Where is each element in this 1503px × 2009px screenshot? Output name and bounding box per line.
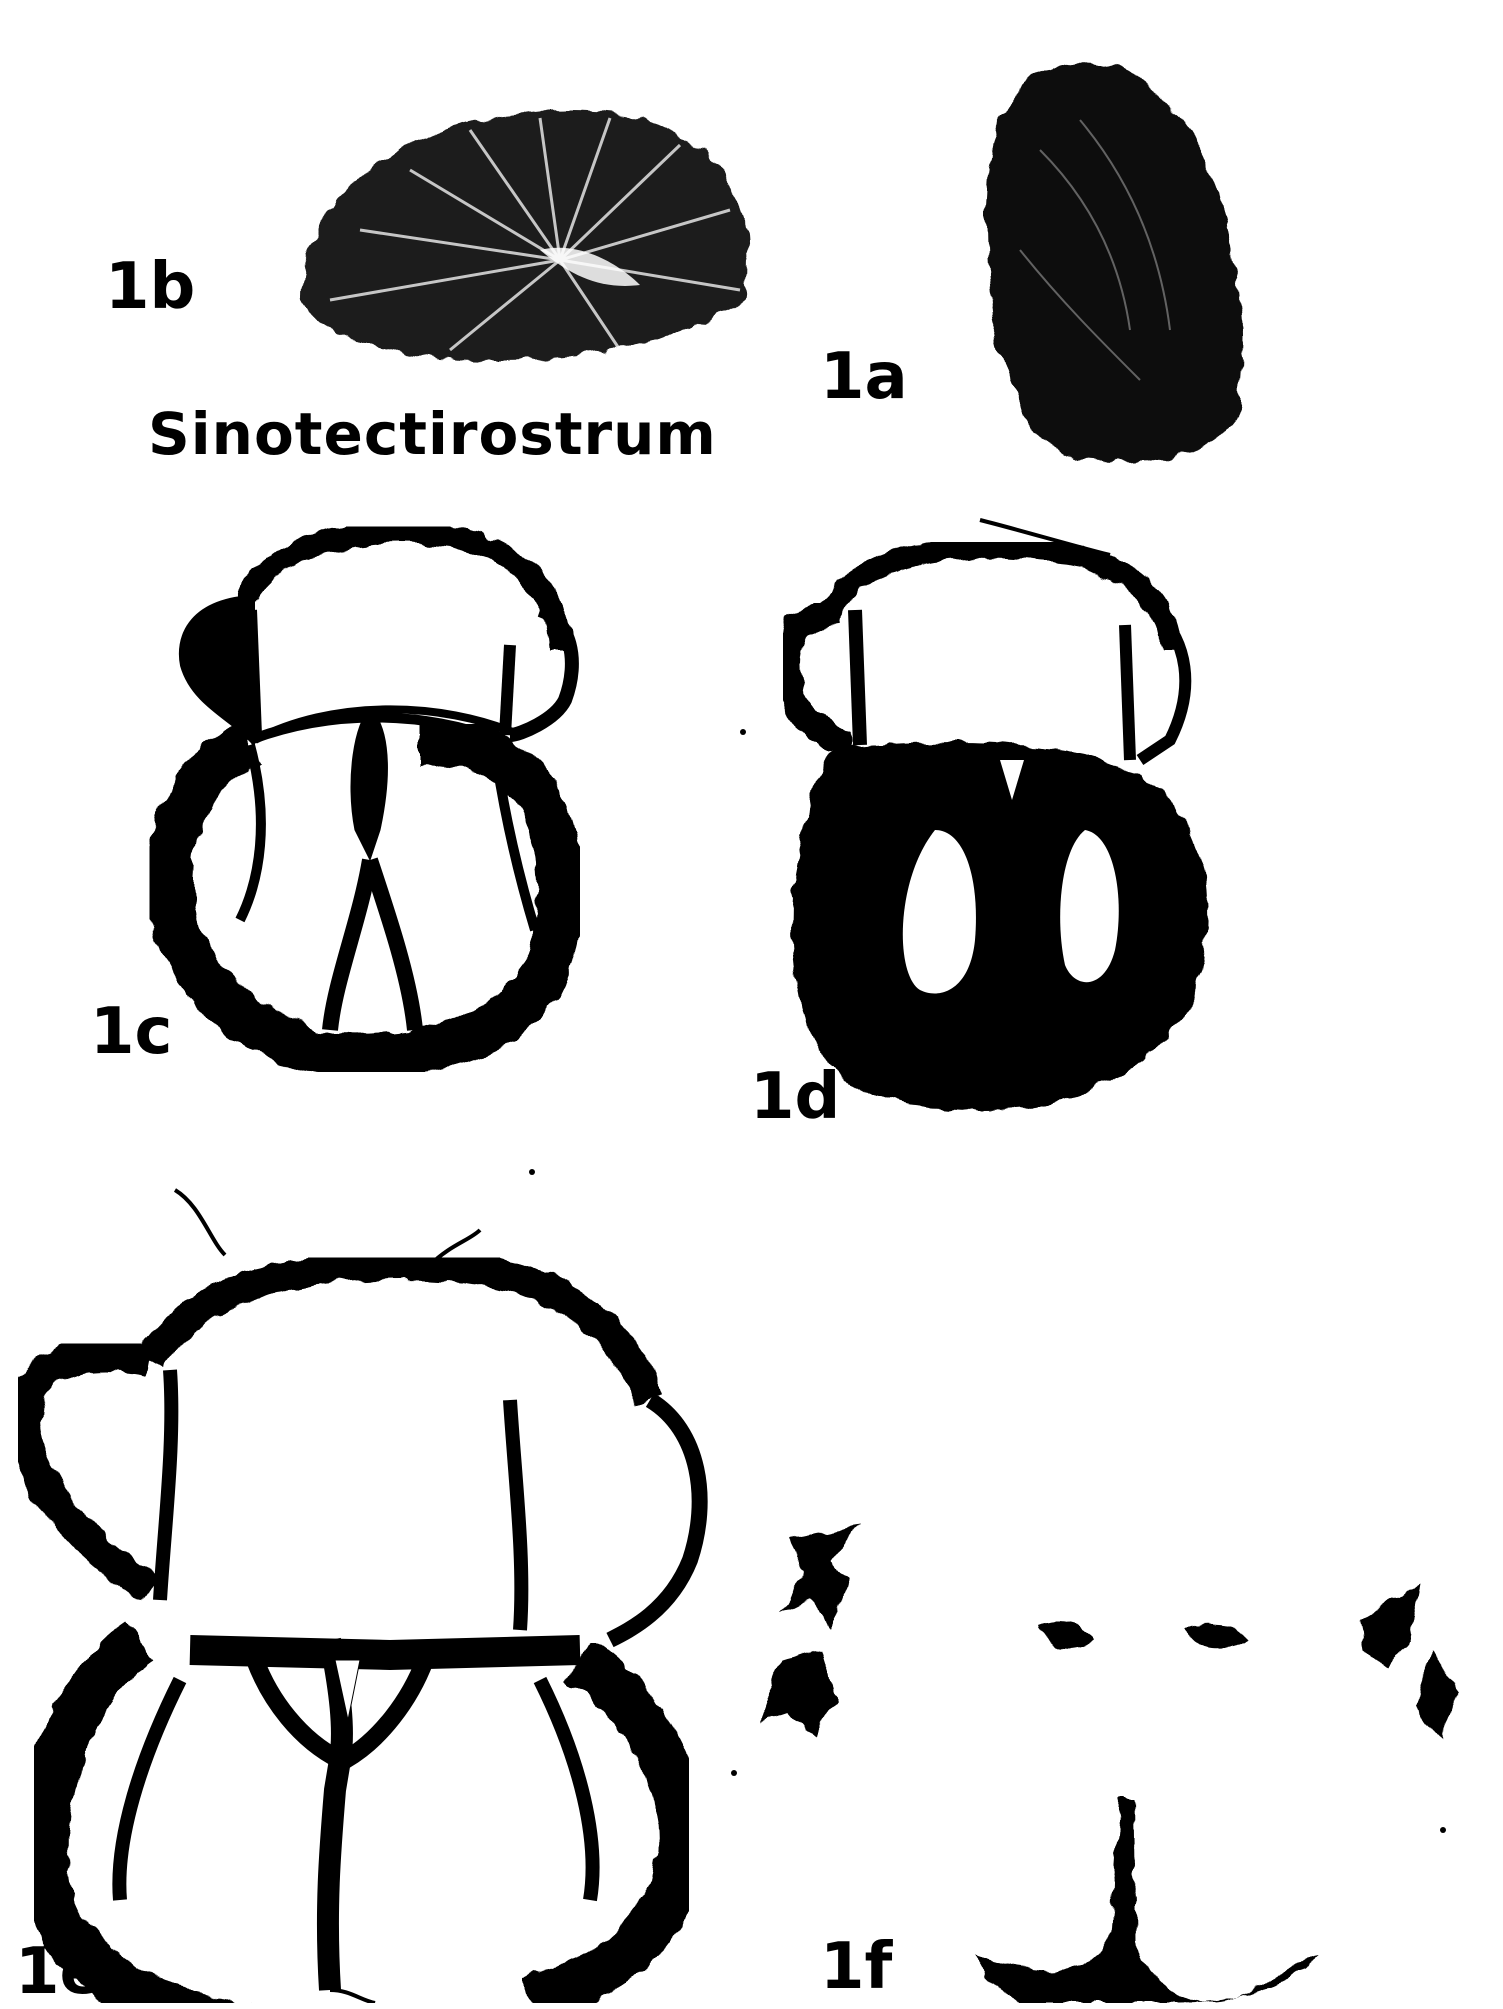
- figure-label-1d: 1d: [750, 1065, 840, 1129]
- figure-label-1a: 1a: [820, 345, 908, 409]
- figure-label-1b: 1b: [105, 255, 195, 319]
- serial-section-1c: [169, 533, 572, 1056]
- serial-section-1e: [25, 1190, 700, 2003]
- serial-section-1d: [787, 520, 1207, 1110]
- shell-dorsal-view-1b: [300, 110, 748, 360]
- figure-label-1f: 1f: [820, 1935, 892, 1999]
- figure-label-1e: 1e: [15, 1940, 103, 2004]
- shell-lateral-view-1a: [985, 62, 1243, 462]
- genus-caption: Sinotectirostrum: [148, 405, 717, 463]
- figure-label-1c: 1c: [90, 1000, 172, 1064]
